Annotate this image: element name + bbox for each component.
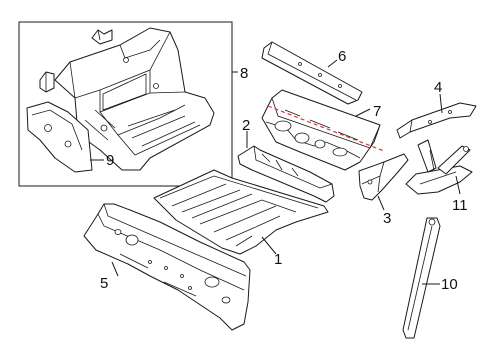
- part-3-bracket[interactable]: [358, 153, 409, 201]
- callout-1: 1: [274, 251, 282, 268]
- callout-11: 11: [452, 197, 468, 214]
- callout-4: 4: [434, 79, 442, 96]
- part-4-reinforcement[interactable]: [396, 102, 477, 139]
- callout-6: 6: [338, 48, 346, 65]
- callout-10: 10: [441, 276, 458, 293]
- part-8-rear-floor-assembly[interactable]: [39, 27, 215, 171]
- callout-2: 2: [242, 117, 250, 134]
- part-2-crossmember[interactable]: [237, 145, 335, 203]
- part-7-rear-floor-panel[interactable]: [261, 89, 385, 171]
- callout-3: 3: [383, 210, 391, 227]
- part-5-rear-panel[interactable]: [83, 203, 251, 331]
- callout-9: 9: [106, 152, 114, 169]
- part-11-support[interactable]: [405, 139, 473, 195]
- callout-8: 8: [240, 65, 248, 82]
- part-6-crossmember[interactable]: [261, 41, 363, 105]
- inset-frame: [18, 21, 233, 187]
- assembly-inset: 9: [18, 21, 233, 187]
- part-9-panel[interactable]: [26, 101, 93, 173]
- part-10-strut[interactable]: [402, 217, 441, 339]
- callout-5: 5: [100, 275, 108, 292]
- part-1-floor-pan[interactable]: [153, 169, 329, 255]
- callout-7: 7: [373, 103, 381, 120]
